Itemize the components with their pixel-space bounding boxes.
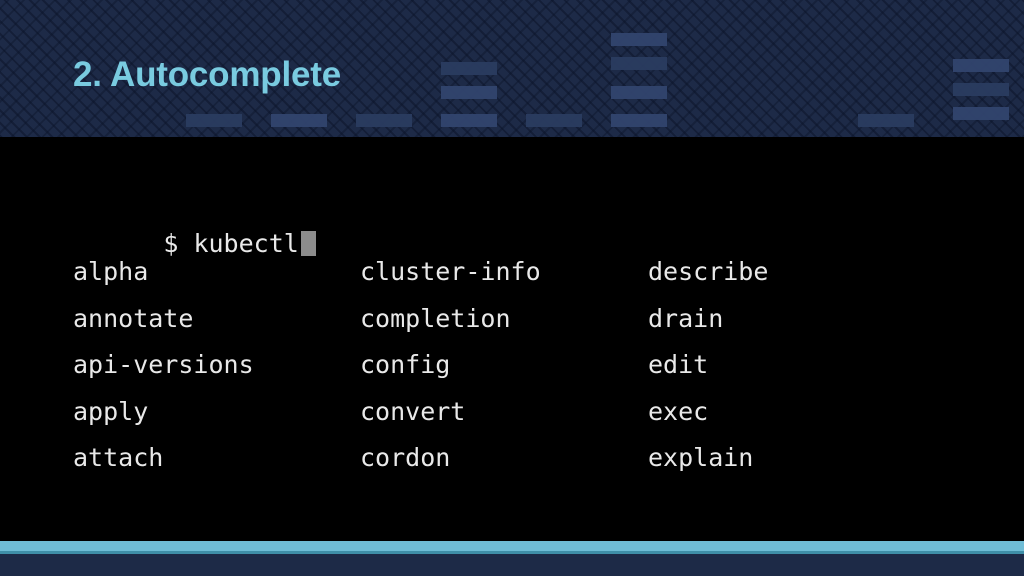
completion-item[interactable]: config [360,350,451,379]
completion-item[interactable]: drain [648,303,724,333]
completion-item[interactable]: convert [360,396,466,426]
completion-item[interactable]: cluster-info [360,257,541,286]
completion-item[interactable]: annotate [73,303,194,333]
completion-item[interactable]: apply [73,396,149,426]
header-decor-bar-3 [356,114,412,127]
header-decor-bar-2 [271,114,327,127]
terminal-command-text: kubectl [193,229,299,258]
header-decor-bar-12 [858,114,914,127]
header-decor-bar-10 [611,57,667,70]
header-decor-bar-13 [953,59,1009,72]
completion-item[interactable]: attach [73,443,164,472]
completion-column-2: cluster-info completion config convert cordo… [360,249,541,482]
terminal-prompt-line: $ kubectl [73,206,316,281]
header-texture-pattern [0,0,1024,137]
completion-item[interactable]: explain [648,443,754,472]
header-decor-bar-6 [611,114,667,127]
header-decor-bar-1 [186,114,242,127]
completion-item[interactable]: describe [648,257,769,286]
header-decor-bar-4 [441,114,497,127]
completion-item[interactable]: api-versions [73,350,254,379]
terminal-window[interactable]: $ kubectl alpha annotate api-versions apply… [0,137,1024,541]
completion-item[interactable]: cordon [360,443,451,472]
completion-column-3: describe drain edit exec explain [648,249,768,482]
header-decor-bar-8 [441,86,497,99]
completion-item[interactable]: edit [648,350,709,379]
header-decor-bar-11 [611,86,667,99]
header-decor-bar-9 [611,33,667,46]
accent-stripe-shadow [0,551,1024,554]
completion-column-1: alpha annotate api-versions apply attach [73,249,254,482]
header-decor-bar-5 [526,114,582,127]
header-decor-bar-15 [953,107,1009,120]
slide-header: 2. Autocomplete [0,0,1024,137]
page-title: 2. Autocomplete [73,55,341,94]
accent-stripe [0,541,1024,551]
completion-item[interactable]: exec [648,396,709,426]
prompt-symbol: $ [163,229,179,258]
slide-footer [0,554,1024,576]
completion-item[interactable]: completion [360,303,511,333]
header-decor-bar-7 [441,62,497,75]
header-decor-bar-14 [953,83,1009,96]
block-cursor-icon [300,231,316,256]
completion-item[interactable]: alpha [73,257,149,286]
